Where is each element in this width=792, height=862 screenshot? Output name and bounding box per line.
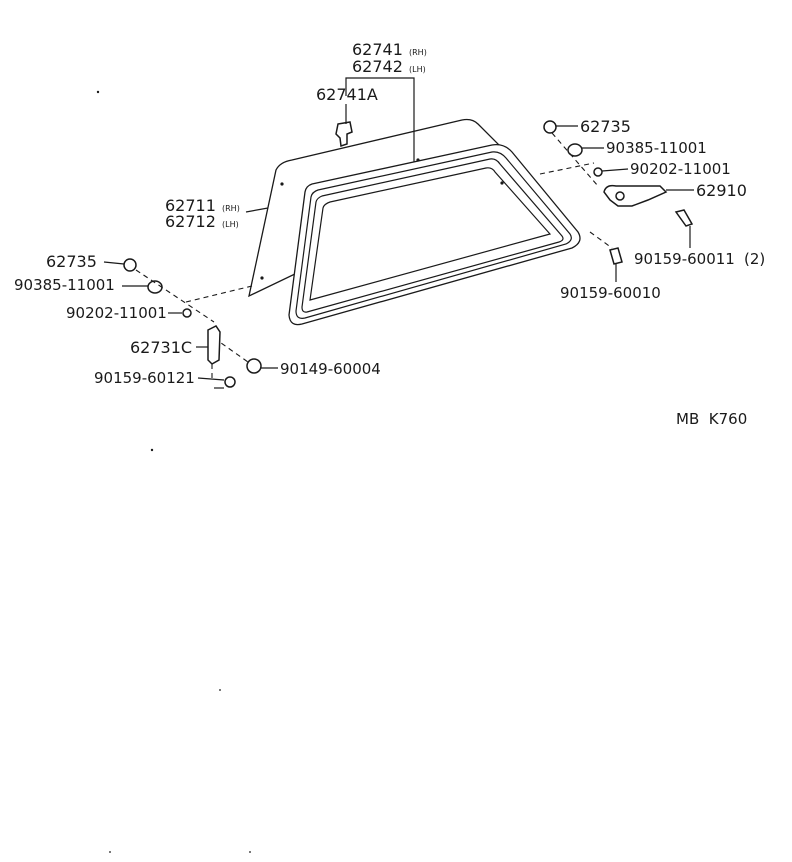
label-left-washer: 90202-11001 [66,304,167,322]
glass-frame-outer [288,144,581,326]
right-washer-shape [593,167,603,177]
left-bolt-assembly-line [213,337,249,363]
right-screw-shape [609,247,623,265]
label-62742-side: (LH) [409,65,426,74]
panel-hole-1 [280,182,284,186]
right-assembly-line [539,162,595,175]
speck-2 [150,448,154,452]
left-assembly-line [135,269,215,323]
speck-1 [96,90,100,94]
speck-4 [249,851,251,853]
label-left-cap: 62735 [46,252,97,271]
label-right-cap: 62735 [580,117,631,136]
latch-62910-shape [603,184,668,207]
retainer-clip-62741a [335,121,353,148]
latch-pivot [615,191,625,201]
right-bushing-shape [567,143,583,157]
glass-frame-inner [301,158,564,313]
left-washer-shape [182,308,192,318]
label-hinge-bolt: 90149-60004 [280,360,381,378]
right-assembly-line-2 [551,132,599,187]
left-hardware: 62735 90385-11001 90202-11001 62731C 901… [14,252,381,389]
label-62712-side: (LH) [222,220,239,229]
left-assembly-line-2 [185,285,253,303]
glass-pane [309,167,552,301]
leader-62711 [245,207,269,213]
label-right-washer: 90202-11001 [630,160,731,178]
label-right-bushing: 90385-11001 [606,139,707,157]
diagram-code: MB K760 [676,410,747,428]
right-screw-assembly-line [589,231,613,249]
hinge-screw-shape [224,376,236,388]
label-62741: 62741 [352,40,403,59]
glass-frame-middle [295,151,572,319]
label-hinge-screw: 90159-60121 [94,369,195,387]
leader-left-cap [103,261,125,265]
hinge-62731c-shape [207,325,221,365]
label-latch-screw-qty: (2) [744,250,765,268]
label-62711: 62711 [165,196,216,215]
latch-screw-shape [674,209,694,227]
label-latch-screw: 90159-60011 [634,250,735,268]
right-hardware: 62735 90385-11001 90202-11001 62910 9015… [539,117,765,302]
label-62711-side: (RH) [222,204,240,213]
leader-62741 [345,77,415,162]
speck-3 [219,689,221,691]
label-62741a: 62741A [316,85,378,104]
label-62741-side: (RH) [409,48,427,57]
right-cap-shape [543,120,557,134]
quarter-window-assembly [248,118,581,326]
leader-hinge-screw [197,377,225,381]
label-right-screw: 90159-60010 [560,284,661,302]
label-hinge: 62731C [130,338,192,357]
label-62712: 62712 [165,212,216,231]
panel-hole-4 [416,158,420,162]
left-cap-shape [123,258,137,272]
label-latch: 62910 [696,181,747,200]
hinge-bolt-shape [246,358,262,374]
label-left-bushing: 90385-11001 [14,276,115,294]
panel-hole-3 [500,181,504,185]
panel-hole-2 [260,276,264,280]
leader-right-washer [601,168,629,172]
label-62742: 62742 [352,57,403,76]
speck-5 [109,851,111,853]
